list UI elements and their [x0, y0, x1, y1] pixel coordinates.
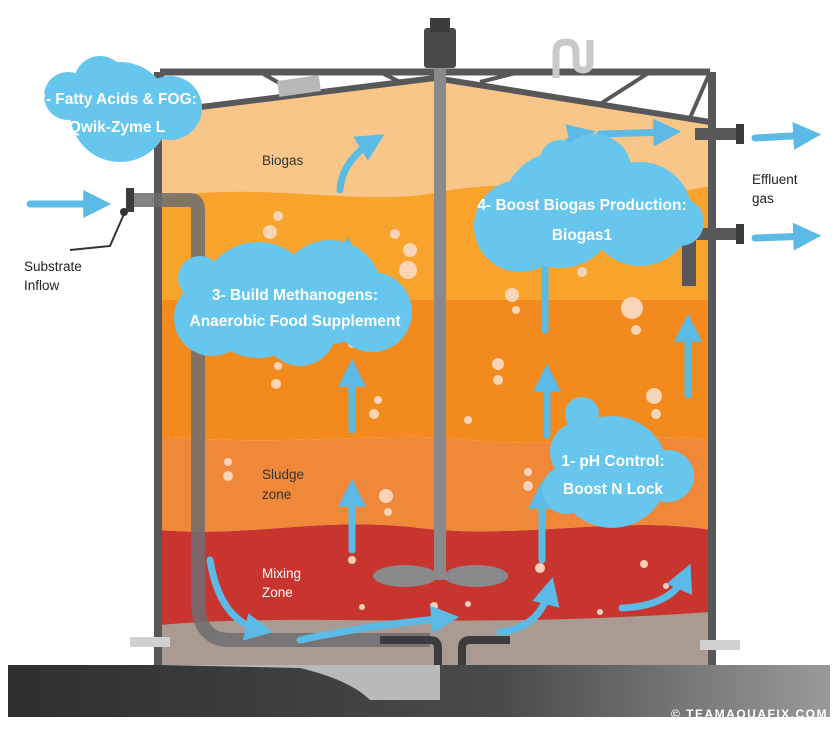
- callout-ph-product: Boost N Lock: [563, 481, 663, 498]
- callout-biogas-product: Biogas1: [551, 227, 613, 244]
- callout-cloud-fatty-acids: [44, 56, 202, 162]
- callout-methanogens-title: 3- Build Methanogens:: [211, 287, 379, 304]
- bottom-pipe-left: [130, 637, 170, 647]
- callout-fatty-acids-product: Qwik-Zyme L: [68, 119, 166, 136]
- mixer-blade-right: [444, 565, 508, 587]
- bottom-pipe-right: [700, 640, 740, 650]
- callout-fatty-acids-title: 2- Fatty Acids & FOG:: [37, 91, 197, 108]
- callout-cloud-ph-control: [542, 397, 694, 528]
- callout-methanogens-product: Anaerobic Food Supplement: [189, 313, 401, 330]
- motor: [424, 28, 456, 68]
- substrate-inflow-label-line2: Inflow: [24, 278, 60, 293]
- callout-ph-title: 1- pH Control:: [561, 453, 665, 470]
- mixing-zone-label-line2: Zone: [262, 585, 293, 600]
- biogas-label: Biogas: [262, 153, 304, 168]
- callout-cloud-methanogens: [174, 240, 412, 366]
- sludge-zone-label-line1: Sludge: [262, 467, 305, 482]
- sludge-zone-label-line2: zone: [262, 487, 292, 502]
- effluent-label-line2: gas: [752, 191, 774, 206]
- effluent-arrow-lower: [751, 222, 822, 251]
- effluent-label-line1: Effluent: [752, 172, 798, 187]
- mixing-zone-label-line1: Mixing: [262, 566, 302, 581]
- callout-clouds: [44, 56, 704, 528]
- substrate-inflow-label-line1: Substrate: [24, 259, 82, 274]
- inflow-pipe: [126, 188, 430, 647]
- roof-hatch: [277, 75, 321, 97]
- roof-vent: [552, 38, 594, 78]
- central-shaft: [434, 68, 446, 580]
- copyright-notice: © TEAMAQUAFIX.COM: [670, 707, 828, 721]
- mixer-blade-left: [373, 565, 437, 587]
- effluent-arrow-upper: [751, 121, 822, 150]
- inflow-pointer: [69, 213, 125, 251]
- callout-biogas-title: 4- Boost Biogas Production:: [477, 197, 687, 214]
- callout-cloud-biogas-production: [474, 134, 704, 272]
